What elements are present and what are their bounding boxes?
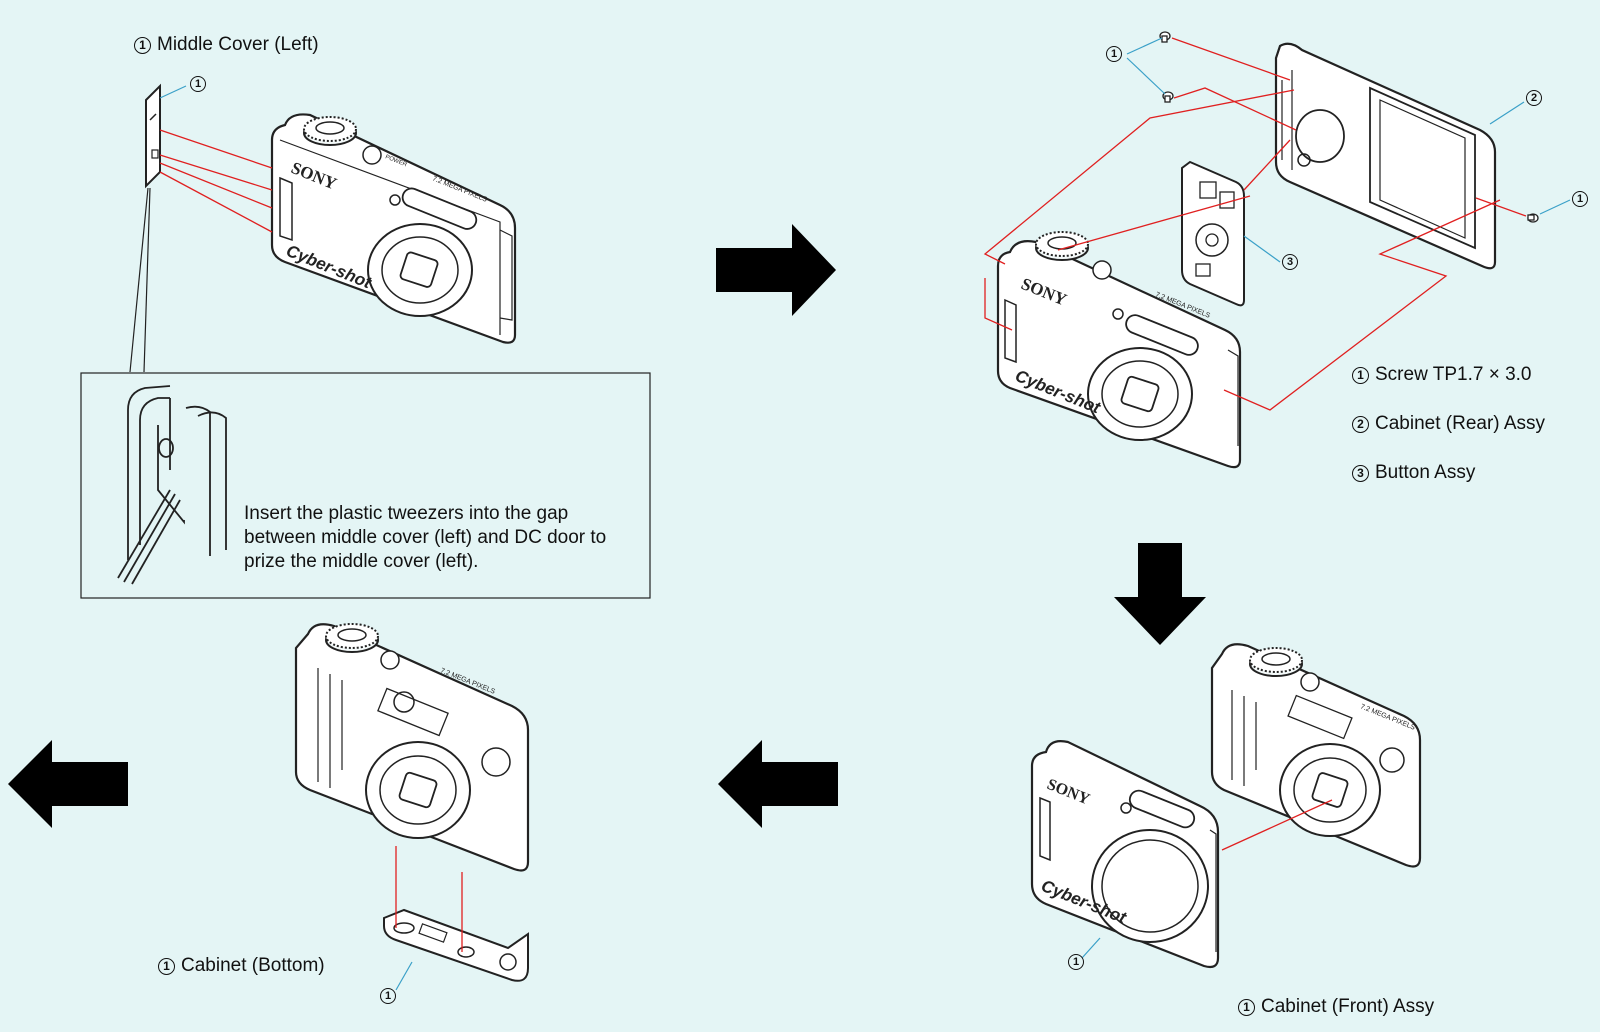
step3-callout-leader bbox=[1081, 937, 1101, 959]
step2-rear-cabinet bbox=[1274, 42, 1497, 270]
legend-button-assy-text: Button Assy bbox=[1375, 462, 1476, 483]
step4-part-num: 1 bbox=[158, 957, 175, 975]
legend-screw: 1 Screw TP1.7 × 3.0 bbox=[1352, 364, 1531, 386]
step4-part-label: 1 Cabinet (Bottom) bbox=[158, 955, 325, 977]
step2-callout-rear-cabinet: 2 bbox=[1526, 90, 1542, 106]
step4-bottom-cabinet bbox=[383, 908, 529, 982]
legend-rear-cabinet-num: 2 bbox=[1352, 415, 1369, 433]
step2-callout-screw-top: 1 bbox=[1106, 46, 1122, 62]
step3-front-cabinet: SONY Cyber-shot bbox=[1030, 740, 1220, 969]
step3-part-label: 1 Cabinet (Front) Assy bbox=[1238, 996, 1434, 1018]
step3-part-text: Cabinet (Front) Assy bbox=[1261, 996, 1435, 1017]
legend-button-assy-num: 3 bbox=[1352, 464, 1369, 482]
step4-red-leaders bbox=[395, 846, 463, 952]
step1-part-num: 1 bbox=[134, 36, 151, 54]
step2-red-leaders bbox=[983, 37, 1527, 411]
step3-red-leader bbox=[1221, 799, 1333, 851]
legend-rear-cabinet: 2 Cabinet (Rear) Assy bbox=[1352, 413, 1545, 435]
step2-button-assy bbox=[1181, 160, 1245, 307]
step1-callout-leader bbox=[159, 85, 187, 99]
step3-part-num: 1 bbox=[1238, 998, 1255, 1016]
step3-callout-num: 1 bbox=[1068, 954, 1084, 970]
legend-screw-num: 1 bbox=[1352, 366, 1369, 384]
step3-inner-camera: 7.2 MEGA PIXELS bbox=[1210, 643, 1422, 868]
step1-part-text: Middle Cover (Left) bbox=[157, 34, 319, 55]
arrow-left-icon bbox=[718, 740, 838, 828]
step4-callout-leader bbox=[395, 961, 413, 991]
inset-connector-left bbox=[129, 187, 149, 373]
step4-camera: 7.2 MEGA PIXELS bbox=[294, 623, 530, 872]
step2-screws bbox=[1159, 31, 1539, 223]
step1-callout-num: 1 bbox=[190, 76, 206, 92]
inset-tweezers-illustration bbox=[117, 385, 227, 585]
step2-callout-screw-right: 1 bbox=[1572, 191, 1588, 207]
inset-box bbox=[80, 372, 651, 599]
step2-blue-leaders bbox=[1126, 37, 1571, 263]
inset-connector-right bbox=[143, 187, 151, 373]
arrow-left-next-icon bbox=[8, 740, 128, 828]
step1-red-leaders bbox=[159, 129, 273, 233]
step1-camera: SONY Cyber-shot 7.2 MEGA PIXELS POWER bbox=[270, 113, 517, 344]
step2-camera: SONY Cyber-shot 7.2 MEGA PIXELS bbox=[996, 231, 1242, 469]
arrow-down-icon bbox=[1114, 543, 1206, 645]
legend-button-assy: 3 Button Assy bbox=[1352, 462, 1475, 484]
step4-callout-num: 1 bbox=[380, 988, 396, 1004]
step4-part-text: Cabinet (Bottom) bbox=[181, 955, 325, 976]
legend-rear-cabinet-text: Cabinet (Rear) Assy bbox=[1375, 413, 1546, 434]
step1-instruction: Insert the plastic tweezers into the gap… bbox=[244, 503, 607, 572]
step1-part-label: 1 Middle Cover (Left) bbox=[134, 34, 319, 56]
step2-callout-button-assy: 3 bbox=[1282, 254, 1298, 270]
middle-cover-left-part bbox=[145, 83, 161, 189]
arrow-right-icon bbox=[716, 224, 836, 316]
legend-screw-text: Screw TP1.7 × 3.0 bbox=[1375, 364, 1532, 385]
